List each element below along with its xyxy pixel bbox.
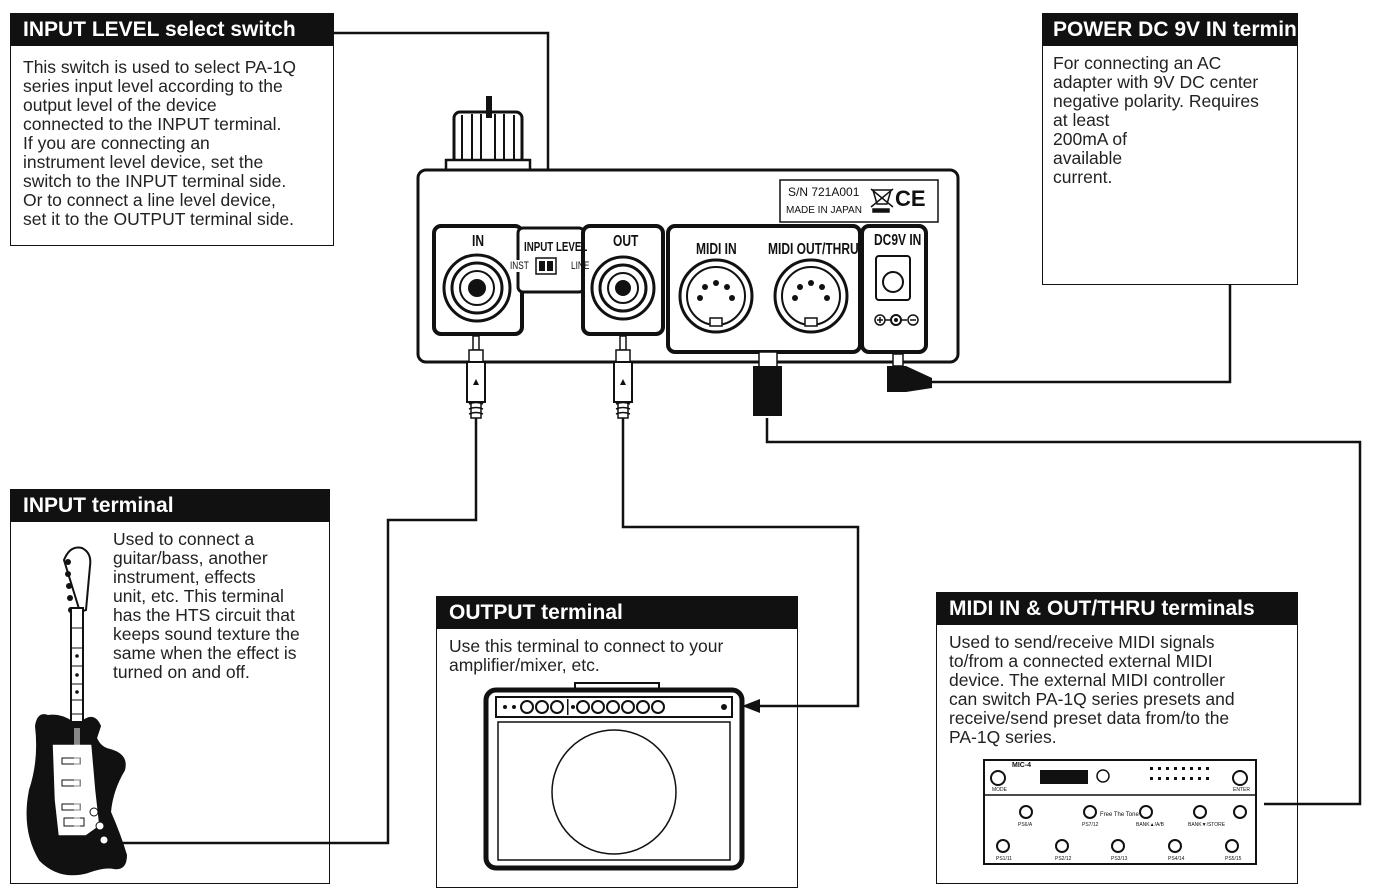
in-jack[interactable] (432, 224, 524, 336)
dc9v-in-label: DC9V IN (874, 232, 922, 249)
cable-midi (765, 418, 1362, 806)
controller-mid-label-1: PS6/A (1018, 822, 1033, 828)
callout-title: MIDI IN & OUT/THRU terminals (937, 593, 1297, 625)
serial-number: S/N 721A001 (788, 185, 860, 199)
controller-mid-label-3: BANK▲/A/B (1136, 822, 1165, 828)
cables (110, 31, 1362, 845)
callout-title: POWER DC 9V IN terminal (1043, 14, 1297, 46)
callout-body: For connecting an AC adapter with 9V DC … (1053, 53, 1259, 187)
controller-bot-label-2: PS2/12 (1055, 856, 1072, 862)
made-in-label: MADE IN JAPAN (786, 205, 862, 216)
callout-title: INPUT terminal (11, 490, 329, 522)
controller-mode-label: MODE (992, 787, 1007, 793)
inst-label: INST (510, 260, 529, 272)
midi-plug-icon (753, 351, 782, 416)
midi-out-thru-label: MIDI OUT/THRU (768, 241, 859, 258)
controller-enter-label: ENTER (1233, 787, 1250, 793)
callout-power: POWER DC 9V IN terminal For connecting a… (1042, 13, 1298, 285)
callout-title: OUTPUT terminal (437, 597, 797, 629)
callout-body: This switch is used to select PA-1Q seri… (23, 57, 296, 229)
callout-title: INPUT LEVEL select switch (11, 14, 333, 46)
in-label: IN (472, 233, 484, 250)
controller-bot-label-3: PS3/13 (1111, 856, 1128, 862)
controller-mid-label-2: PS7/12 (1082, 822, 1099, 828)
callout-body: Used to connect a guitar/bass, another i… (113, 529, 300, 682)
dc-jack[interactable] (860, 224, 928, 354)
input-plug-icon (466, 335, 486, 419)
midi-out-thru-jack[interactable] (773, 258, 849, 334)
amplifier-icon (483, 682, 745, 871)
controller-brand: Free The Tone (1100, 812, 1139, 818)
cable-input (110, 418, 478, 845)
midi-in-label: MIDI IN (696, 241, 737, 258)
guitar-icon (26, 546, 128, 876)
callout-input-level: INPUT LEVEL select switch This switch is… (10, 13, 334, 246)
cable-output (621, 418, 860, 708)
dc-plug-icon (887, 353, 932, 392)
controller-model: MIC-4 (1012, 762, 1032, 769)
callout-output: OUTPUT terminal Use this terminal to con… (436, 596, 798, 888)
ce-mark: CE (895, 186, 926, 211)
line-label: LINE (571, 260, 590, 272)
callout-body: Used to send/receive MIDI signals to/fro… (949, 632, 1235, 747)
controller-bot-label-4: PS4/14 (1168, 856, 1185, 862)
controller-bot-label-1: PS1/11 (996, 856, 1013, 862)
callout-input: INPUT terminal Used to connect a guitar/… (10, 489, 330, 884)
controller-bot-label-5: PS5/15 (1225, 856, 1242, 862)
callout-midi: MIDI IN & OUT/THRU terminals Used to sen… (936, 592, 1298, 884)
arrow-to-amp (742, 699, 760, 713)
cable-power (930, 255, 1232, 384)
callout-body: Use this terminal to connect to your amp… (449, 636, 724, 675)
knob (444, 96, 532, 174)
midi-in-jack[interactable] (678, 258, 754, 334)
weee-icon (870, 188, 894, 213)
input-level-label: INPUT LEVEL (524, 239, 588, 254)
controller-mid-label-4: BANK▼/STORE (1188, 822, 1226, 828)
out-label: OUT (613, 233, 639, 250)
midi-controller-icon (983, 759, 1257, 865)
out-jack[interactable] (581, 224, 665, 336)
output-plug-icon (613, 335, 633, 419)
